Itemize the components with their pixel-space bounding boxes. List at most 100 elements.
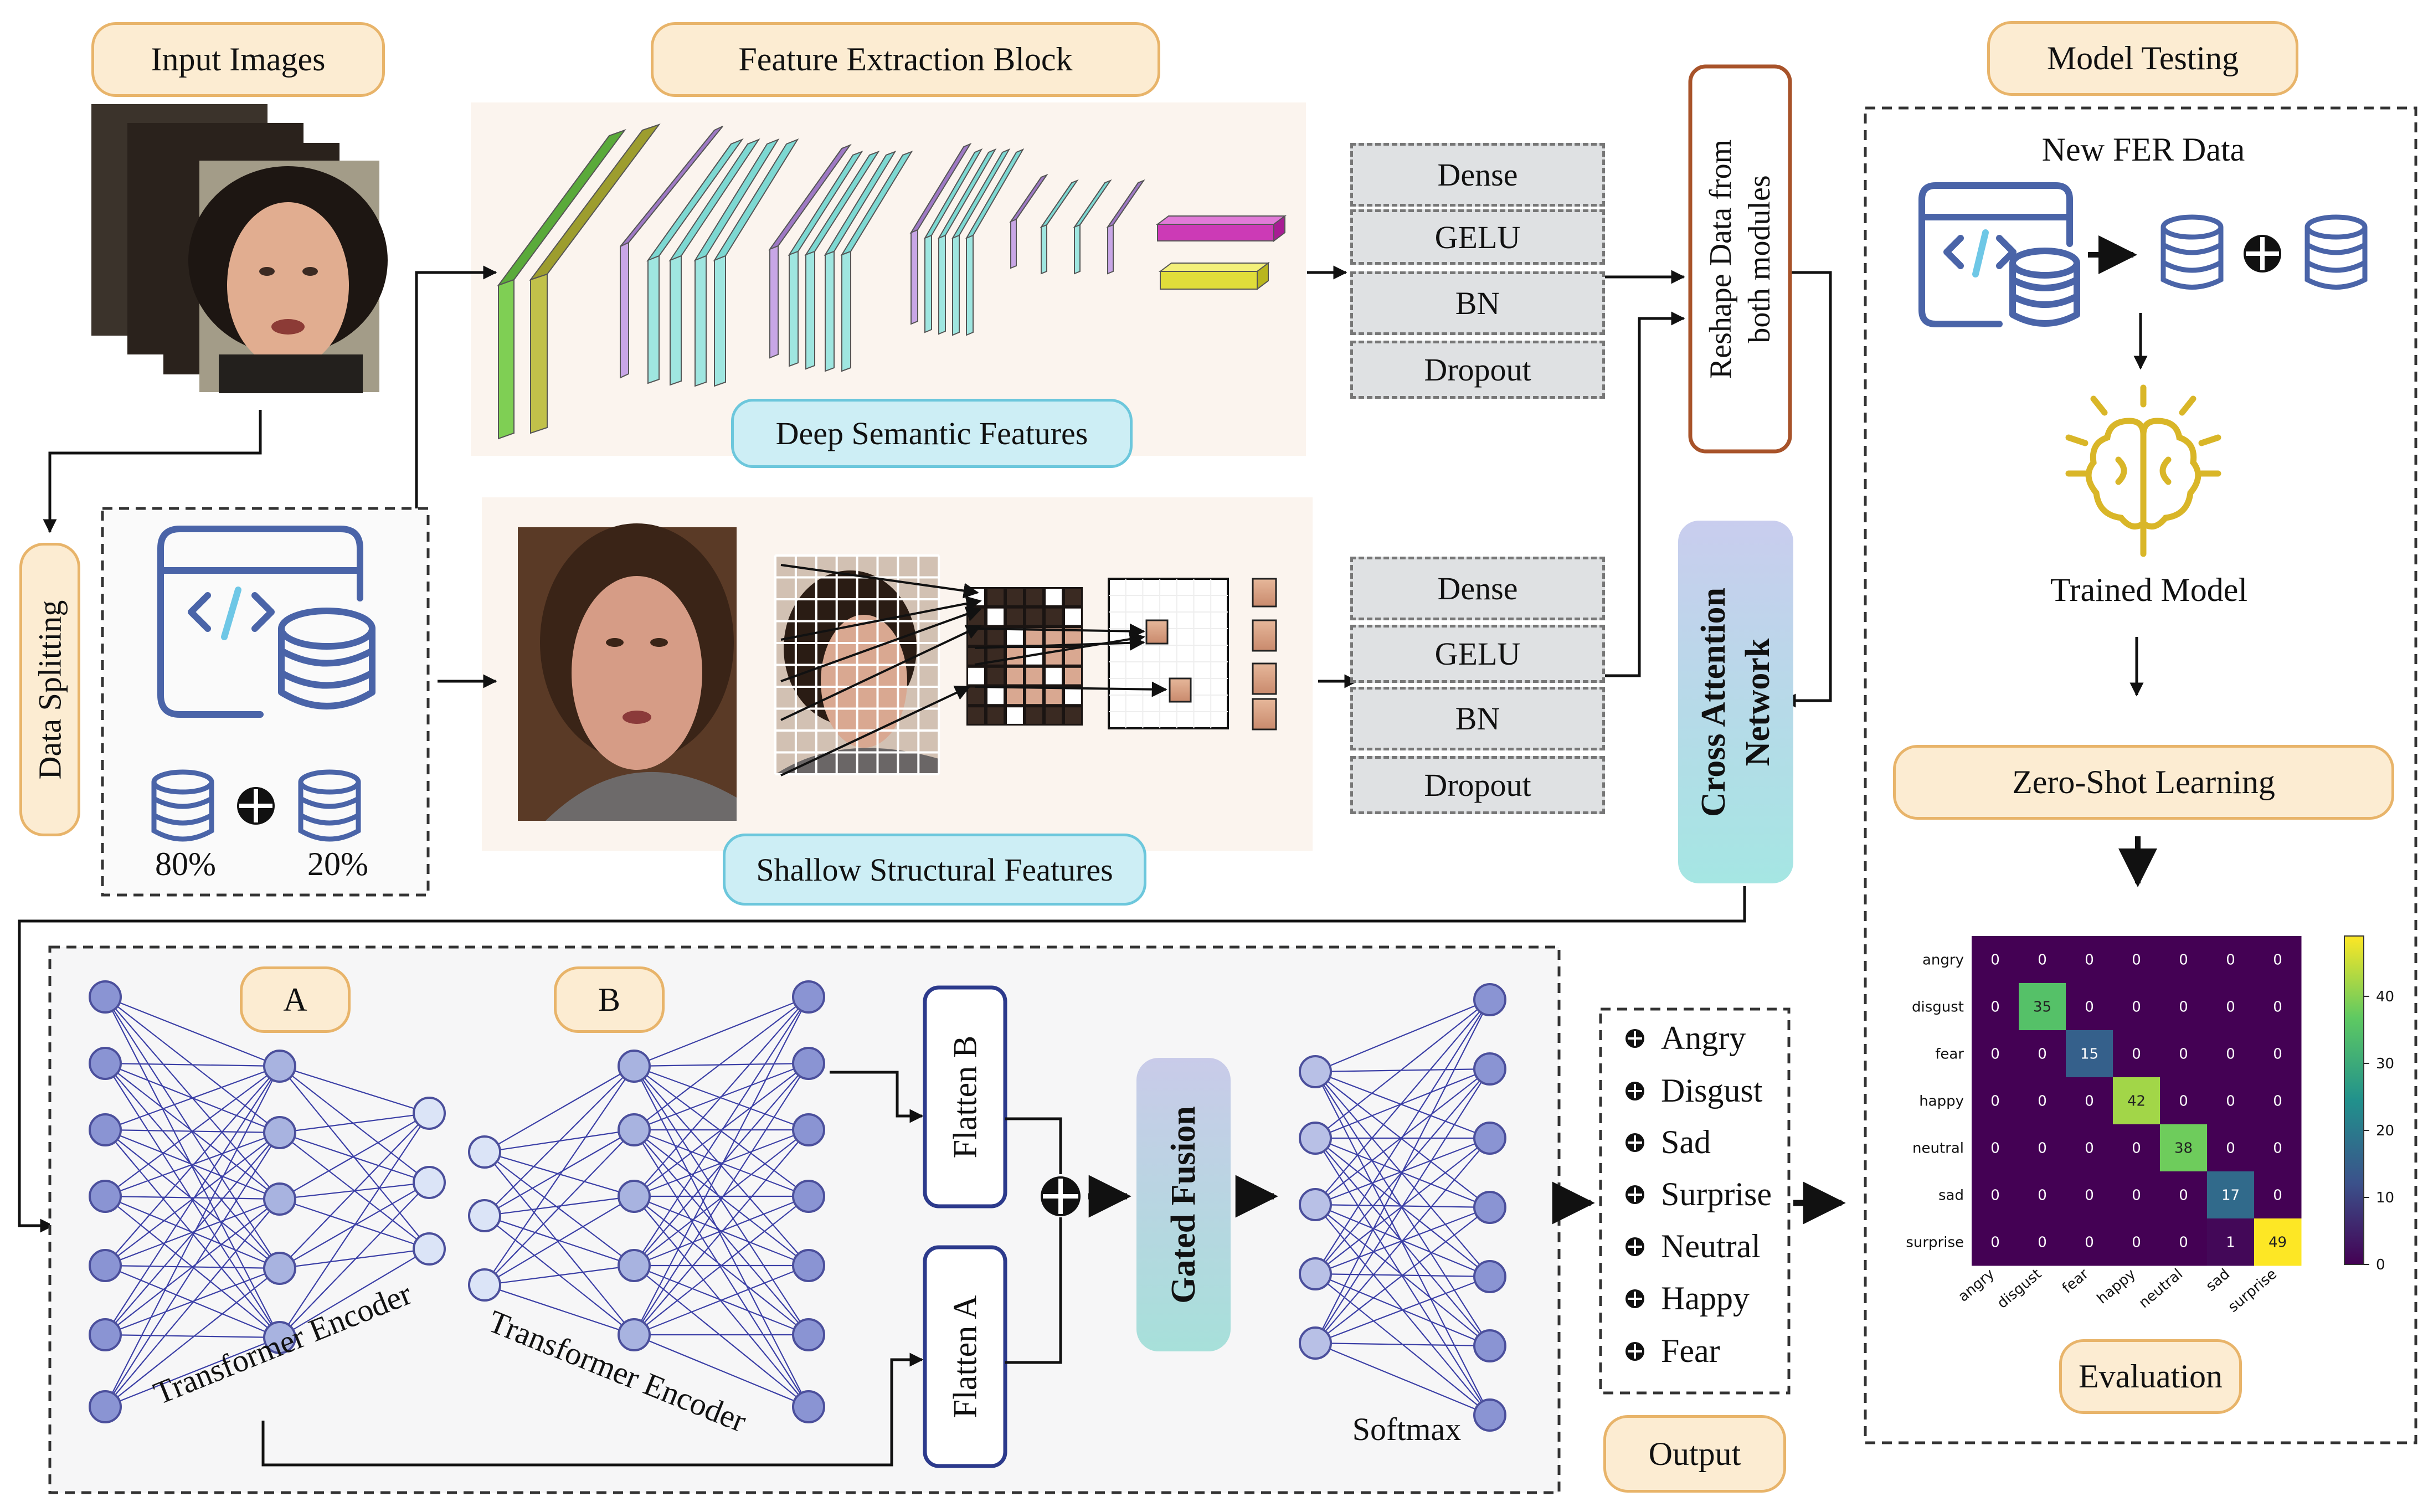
cm-value: 0 bbox=[2273, 1140, 2282, 1157]
cm-row-label: fear bbox=[1935, 1046, 1964, 1063]
nn-edge bbox=[484, 1264, 635, 1286]
patch-tokens bbox=[1252, 578, 1277, 731]
nn-node bbox=[263, 1252, 296, 1285]
cm-value: 0 bbox=[2132, 1235, 2141, 1251]
cm-value: 38 bbox=[2174, 1140, 2193, 1157]
nn-edge bbox=[634, 996, 809, 1130]
cm-cell bbox=[2160, 1124, 2208, 1172]
cm-row-label: neutral bbox=[1912, 1140, 1964, 1157]
concat-symbol-test bbox=[2244, 235, 2281, 272]
nn-edge bbox=[1315, 1071, 1490, 1139]
brain-icon bbox=[2065, 384, 2221, 557]
nn-edge bbox=[1315, 1137, 1490, 1208]
cm-cell bbox=[2066, 1171, 2113, 1219]
cm-cell bbox=[2207, 983, 2255, 1031]
bullet-icon bbox=[1625, 1237, 1644, 1256]
nn-edge bbox=[634, 1065, 809, 1131]
nn-edge bbox=[634, 1129, 809, 1266]
code-database-icon bbox=[157, 526, 375, 718]
cm-cell bbox=[2066, 936, 2113, 984]
cm-row-label: angry bbox=[1922, 952, 1964, 969]
cm-cell bbox=[2254, 983, 2302, 1031]
nn-edge bbox=[1315, 1342, 1490, 1347]
bottom-dense-layer: Dense bbox=[1350, 557, 1605, 620]
nn-edge bbox=[634, 1063, 809, 1197]
cm-row-label: sad bbox=[1938, 1187, 1964, 1204]
nn-edge bbox=[484, 1284, 635, 1336]
cm-value: 0 bbox=[2273, 952, 2282, 969]
gated-fusion-label: Gated Fusion bbox=[1164, 1105, 1202, 1304]
nn-edge bbox=[105, 1199, 280, 1335]
cm-cell bbox=[2160, 1171, 2208, 1219]
cm-value: 42 bbox=[2127, 1093, 2146, 1110]
colorbar bbox=[2344, 935, 2364, 1265]
nn-edge bbox=[634, 1066, 809, 1335]
colorbar-tick-label: 0 bbox=[2376, 1257, 2385, 1273]
nn-node bbox=[792, 1318, 825, 1351]
cm-value: 0 bbox=[2226, 1046, 2235, 1063]
cm-value: 0 bbox=[2179, 952, 2188, 969]
cm-cell bbox=[2113, 1171, 2160, 1219]
patch-arrows bbox=[780, 564, 1167, 776]
nn-edge bbox=[279, 1113, 430, 1269]
nn-edge bbox=[105, 1195, 280, 1200]
nn-edge bbox=[484, 1151, 635, 1335]
nn-node bbox=[792, 1249, 825, 1282]
new-fer-data-label: New FER Data bbox=[2041, 131, 2245, 168]
nn-edge bbox=[484, 1066, 635, 1216]
cm-cell bbox=[1972, 936, 2019, 984]
nn-edge bbox=[1315, 999, 1490, 1205]
nn-node bbox=[792, 1113, 825, 1146]
flatten-a-box bbox=[923, 1245, 1007, 1468]
nn-node bbox=[413, 1232, 446, 1266]
nn-edge bbox=[105, 1062, 280, 1067]
nn-node bbox=[618, 1318, 651, 1351]
cm-value: 0 bbox=[1990, 1187, 2000, 1204]
cm-value: 0 bbox=[2132, 952, 2141, 969]
nn-edge bbox=[105, 1066, 280, 1266]
nn-node bbox=[263, 1182, 296, 1216]
nn-edge bbox=[1315, 999, 1490, 1344]
nn-edge bbox=[1315, 1071, 1490, 1277]
nn-edge bbox=[634, 1066, 809, 1407]
reshape-line-2: both modules bbox=[1742, 174, 1777, 343]
output-class-happy: Happy bbox=[1625, 1279, 1750, 1318]
nn-edge bbox=[105, 1132, 280, 1266]
cm-cell bbox=[2160, 983, 2208, 1031]
nn-edge bbox=[484, 1066, 635, 1285]
nn-node bbox=[792, 1180, 825, 1213]
flatten-b-label: Flatten B bbox=[946, 1035, 984, 1159]
nn-edge bbox=[1315, 1276, 1490, 1344]
nn-edge bbox=[634, 996, 809, 1266]
cm-row-label: disgust bbox=[1912, 999, 1964, 1016]
nn-edge bbox=[634, 996, 809, 1197]
bottom-gelu-layer: GELU bbox=[1350, 625, 1605, 683]
cm-cell bbox=[2019, 1171, 2066, 1219]
data-splitting-label: Data Splitting bbox=[19, 543, 80, 836]
attention-map bbox=[1108, 578, 1229, 729]
nn-node bbox=[413, 1097, 446, 1130]
nn-node bbox=[263, 1050, 296, 1083]
cm-cell bbox=[2254, 1077, 2302, 1125]
bullet-icon bbox=[1625, 1028, 1644, 1048]
nn-edge bbox=[484, 1151, 635, 1266]
cm-cell bbox=[2066, 1030, 2113, 1078]
nn-edge bbox=[484, 1129, 635, 1216]
nn-edge bbox=[634, 996, 809, 1067]
cm-value: 1 bbox=[2226, 1235, 2235, 1251]
cm-cell bbox=[2207, 1124, 2255, 1172]
nn-node bbox=[89, 980, 122, 1014]
top-dropout-layer: Dropout bbox=[1350, 341, 1605, 399]
test-database-icon bbox=[298, 769, 361, 842]
nn-node bbox=[792, 1390, 825, 1423]
cm-value: 0 bbox=[1990, 1235, 2000, 1251]
concat-symbol-fusion bbox=[1041, 1176, 1081, 1216]
colorbar-tick-label: 10 bbox=[2376, 1190, 2394, 1206]
shallow-structural-label: Shallow Structural Features bbox=[723, 834, 1146, 906]
nn-edge bbox=[105, 996, 280, 1269]
cm-value: 0 bbox=[2179, 1187, 2188, 1204]
input-image-stack bbox=[91, 104, 388, 393]
nn-edge bbox=[1315, 1068, 1490, 1073]
